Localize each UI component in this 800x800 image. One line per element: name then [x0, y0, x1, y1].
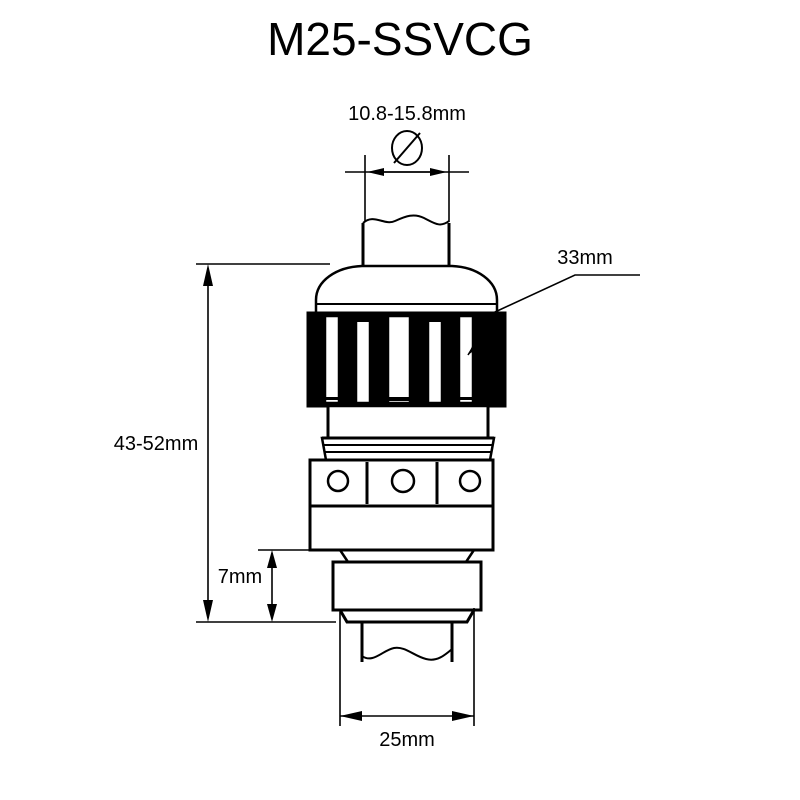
part-geometry [306, 214, 507, 662]
vent-hole-left [326, 469, 350, 493]
bottom-compression-cap [331, 548, 483, 624]
dimension-label-cable-diameter: 10.8-15.8mm [348, 103, 466, 125]
threaded-collar [320, 436, 496, 462]
vent-hole-center [390, 468, 416, 494]
vent-hole-right [458, 469, 482, 493]
page-title: M25-SSVCG [267, 13, 533, 65]
dimension-label-body-width: 25mm [379, 729, 435, 751]
dimension-cable-diameter: 10.8-15.8mm [345, 103, 469, 222]
dimension-label-thread-length: 7mm [218, 566, 262, 588]
knurled-grip-band [306, 311, 507, 408]
dimension-label-knurl-width: 33mm [557, 247, 613, 269]
dimension-label-overall-length: 43-52mm [114, 433, 198, 455]
dimension-thread-length: 7mm [218, 549, 340, 622]
top-cable-stub [361, 214, 451, 268]
dimension-body-width: 25mm [339, 608, 475, 751]
dimension-overall-length: 43-52mm [114, 263, 336, 623]
lower-body-barrel [308, 504, 495, 552]
dimension-knurl-width: 33mm [467, 247, 640, 356]
diameter-symbol [391, 130, 423, 166]
gland-dome-cap [311, 264, 502, 315]
shoulder-step [326, 404, 490, 440]
hex-nut-section [308, 458, 495, 508]
bottom-outlet-stub [360, 622, 454, 662]
